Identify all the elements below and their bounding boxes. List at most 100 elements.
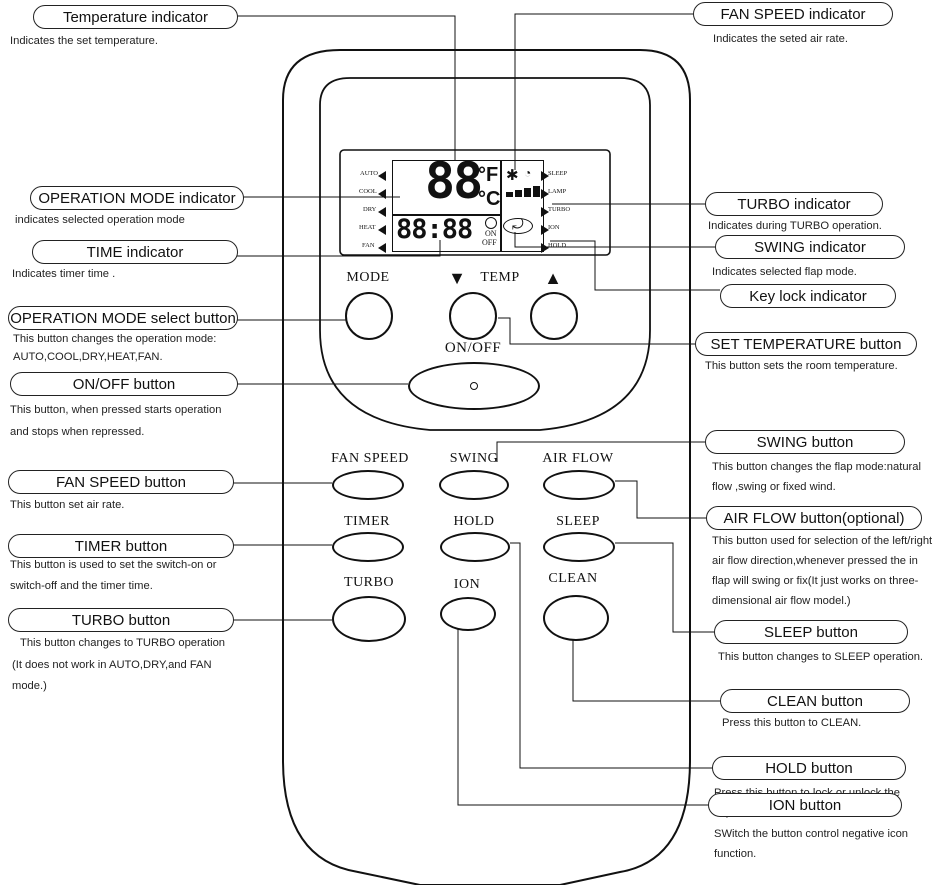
connector-sleep [615,542,714,633]
connector-clean [572,635,720,702]
lcd-mode-cool: COOL [359,188,377,195]
operation-mode-button-desc-1: This button changes the operation mode: [13,333,217,345]
temp-up-arrow-icon: ▲ [544,268,562,288]
hold-label: HOLD [453,514,495,529]
lcd-display-frame [339,149,611,256]
temp-down-button[interactable] [449,292,497,340]
turbo-button-desc-1: This button changes to TURBO operation [20,637,226,649]
lcd-mode-turbo: TURBO [548,206,571,213]
time-indicator-label: TIME indicator [32,240,238,264]
onoff-button[interactable] [408,362,540,410]
pointer-icon [378,189,386,199]
ion-label: ION [453,577,481,592]
wifi-icon: ◔ [524,166,532,180]
lcd-mode-hold: HOLD [548,242,567,249]
operation-mode-button-label: OPERATION MODE select button [8,306,238,330]
ion-button[interactable] [440,597,496,631]
sleep-button[interactable] [543,532,615,562]
ion-button-callout-label: ION button [708,793,902,817]
operation-mode-indicator-label: OPERATION MODE indicator [30,186,244,210]
swing-button-desc-2: flow ,swing or fixed wind. [712,481,836,493]
turbo-button-desc-2: (It does not work in AUTO,DRY,and FAN [12,659,212,671]
timer-button-desc-2: switch-off and the timer time. [10,580,153,592]
swing-button-desc-1: This button changes the flap mode:natura… [712,461,921,473]
connector-key-lock [550,240,720,291]
lcd-unit-c: °C [478,188,501,210]
fan-icon: ✱ [506,167,519,184]
temp-down-arrow-icon: ▼ [448,268,466,288]
air-flow-button-callout-label: AIR FLOW button(optional) [706,506,922,530]
turbo-button-desc-3: mode.) [12,680,47,692]
operation-mode-button-desc-2: AUTO,COOL,DRY,HEAT,FAN. [13,351,163,363]
key-lock-indicator-label: Key lock indicator [720,284,896,308]
power-dot-icon [470,382,478,390]
air-flow-label: AIR FLOW [542,451,614,466]
lcd-on-label: ON [485,229,497,238]
air-flow-button-desc-3: flap will swing or fix(It just works on … [712,575,919,587]
air-flow-button-desc-2: air flow direction,whenever pressed the … [712,555,918,567]
fan-speed-button-callout-label: FAN SPEED button [8,470,234,494]
fan-speed-indicator-desc: Indicates the seted air rate. [713,33,848,45]
time-indicator-desc: Indicates timer time . [12,268,116,280]
connector-airflow [615,480,706,519]
lcd-mode-ion: ION [548,224,560,231]
mode-label: MODE [346,270,390,285]
lcd-temp-box [392,160,502,252]
connector-swing [514,232,715,248]
clean-button[interactable] [543,595,609,641]
air-flow-button[interactable] [543,470,615,500]
lcd-mode-auto: AUTO [360,170,378,177]
clean-button-callout-label: CLEAN button [720,689,910,713]
lcd-mode-heat: HEAT [359,224,376,231]
set-temperature-button-label: SET TEMPERATURE button [695,332,917,356]
clock-icon [485,217,497,229]
remote-head-outline [319,77,651,431]
lcd-divider [392,214,502,216]
turbo-indicator-desc: Indicates during TURBO operation. [708,220,882,232]
turbo-button-callout-label: TURBO button [8,608,234,632]
swing-arrow-icon: ⤾ [512,216,524,232]
air-flow-button-desc-1: This button used for selection of the le… [712,535,933,547]
pointer-icon [378,171,386,181]
clean-label: CLEAN [548,571,598,586]
onoff-label: ON/OFF [444,340,502,356]
lcd-mode-dry: DRY [363,206,377,213]
temp-up-button[interactable] [530,292,578,340]
lcd-off-label: OFF [482,238,497,247]
onoff-button-desc-2: and stops when repressed. [10,426,145,438]
fan-speed-button[interactable] [332,470,404,500]
connector-time [237,240,441,257]
hold-button[interactable] [440,532,510,562]
turbo-button[interactable] [332,596,406,642]
set-temperature-button-desc: This button sets the room temperature. [705,360,898,372]
swing-indicator-desc: Indicates selected flap mode. [712,266,857,278]
connector-fan-speed [514,13,693,170]
lcd-mode-sleep: SLEEP [548,170,568,177]
pointer-icon [541,171,549,181]
sleep-label: SLEEP [556,514,600,529]
timer-button[interactable] [332,532,404,562]
hold-button-callout-label: HOLD button [712,756,906,780]
ion-button-desc-2: function. [714,848,757,860]
turbo-label: TURBO [344,575,394,590]
timer-button-callout-label: TIMER button [8,534,234,558]
swing-label: SWING [449,451,499,466]
connector-set-temp [498,317,695,345]
ion-button-desc-1: SWitch the button control negative icon [714,828,909,840]
mode-button[interactable] [345,292,393,340]
turbo-indicator-label: TURBO indicator [705,192,883,216]
lcd-time-digits: 88:88 [396,214,473,245]
pointer-icon [378,243,386,253]
lcd-mode-fan: FAN [362,242,375,249]
fan-speed-button-desc: This button set air rate. [10,499,125,511]
temperature-indicator-desc: Indicates the set temperature. [10,35,159,47]
pointer-icon [541,189,549,199]
pointer-icon [378,207,386,217]
temperature-indicator-label: Temperature indicator [33,5,238,29]
clean-button-desc: Press this button to CLEAN. [722,717,862,729]
swing-button[interactable] [439,470,509,500]
timer-label: TIMER [343,514,391,529]
swing-indicator-label: SWING indicator [715,235,905,259]
lcd-temperature-digits: 88 [425,152,483,210]
